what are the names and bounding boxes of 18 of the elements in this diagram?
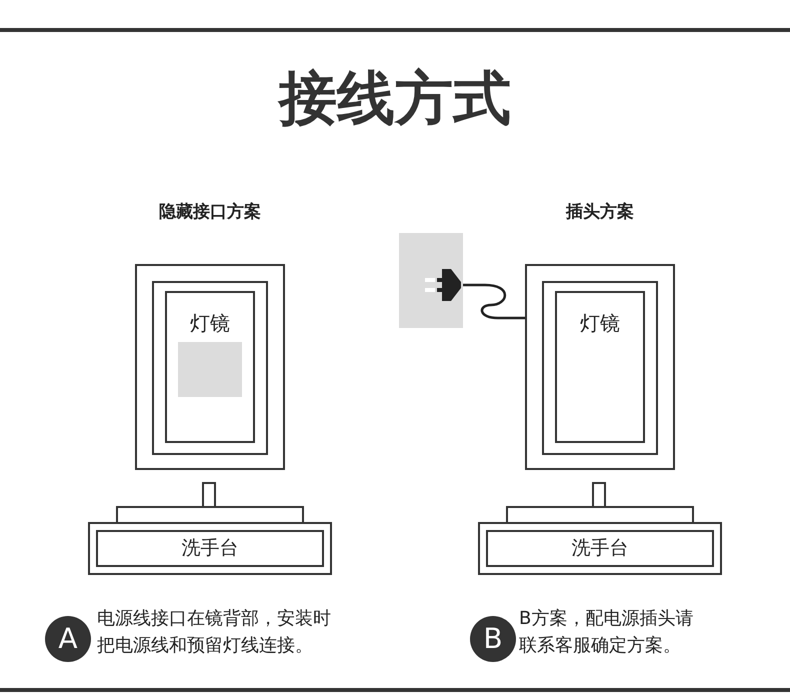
letter-badge: A — [45, 616, 91, 662]
interface-box — [178, 342, 242, 397]
interface-box — [399, 233, 463, 328]
mirror-frame — [525, 264, 675, 470]
power-cable — [463, 284, 525, 320]
counter-label: 洗手台 — [180, 536, 240, 561]
section-heading: 隐藏接口方案 — [158, 201, 262, 223]
counter-label: 洗手台 — [570, 536, 630, 561]
washbasin-counter — [478, 522, 722, 575]
washbasin-counter — [88, 522, 332, 575]
letter-badge: B — [470, 616, 516, 662]
mirror-label: 灯镜 — [189, 310, 231, 337]
mirror-frame — [135, 264, 285, 470]
mirror-label: 灯镜 — [579, 310, 621, 337]
note-text: 电源线接口在镜背部，安装时把电源线和预留灯线连接。 — [97, 607, 332, 658]
title: 接线方式 — [276, 63, 512, 134]
note-text: B方案，配电源插头请联系客服确定方案。 — [519, 607, 694, 658]
section-heading: 插头方案 — [564, 201, 635, 223]
